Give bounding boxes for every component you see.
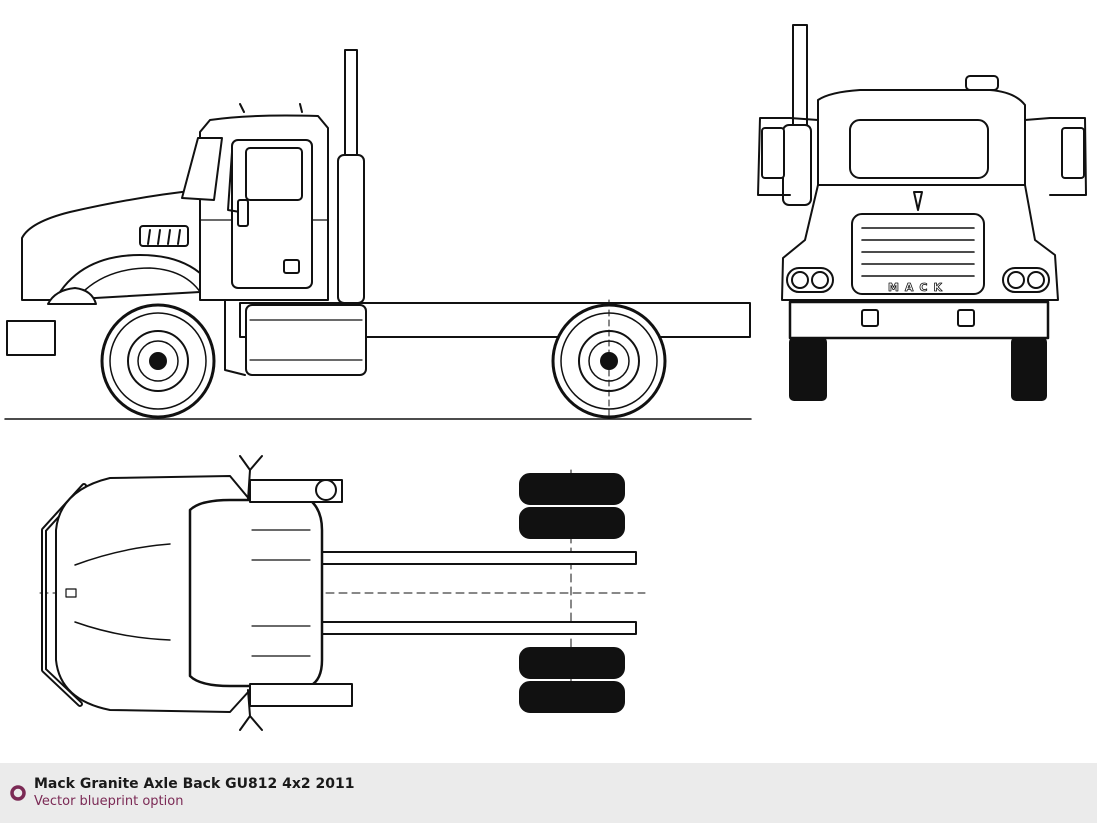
circle-bullet-icon: [10, 785, 26, 801]
blueprint-drawing: MACK: [4, 24, 1087, 731]
front-view: MACK: [757, 24, 1087, 401]
front-wheel: [100, 303, 216, 419]
caption-title: Mack Granite Axle Back GU812 4x2 2011: [34, 776, 355, 792]
side-view: [4, 49, 752, 420]
caption-bar: Mack Granite Axle Back GU812 4x2 2011 Ve…: [0, 763, 1097, 823]
caption-subtitle[interactable]: Vector blueprint option: [34, 794, 184, 809]
top-view: [39, 455, 646, 731]
rear-wheel: [551, 299, 667, 419]
grille-lettering: MACK: [888, 281, 948, 294]
